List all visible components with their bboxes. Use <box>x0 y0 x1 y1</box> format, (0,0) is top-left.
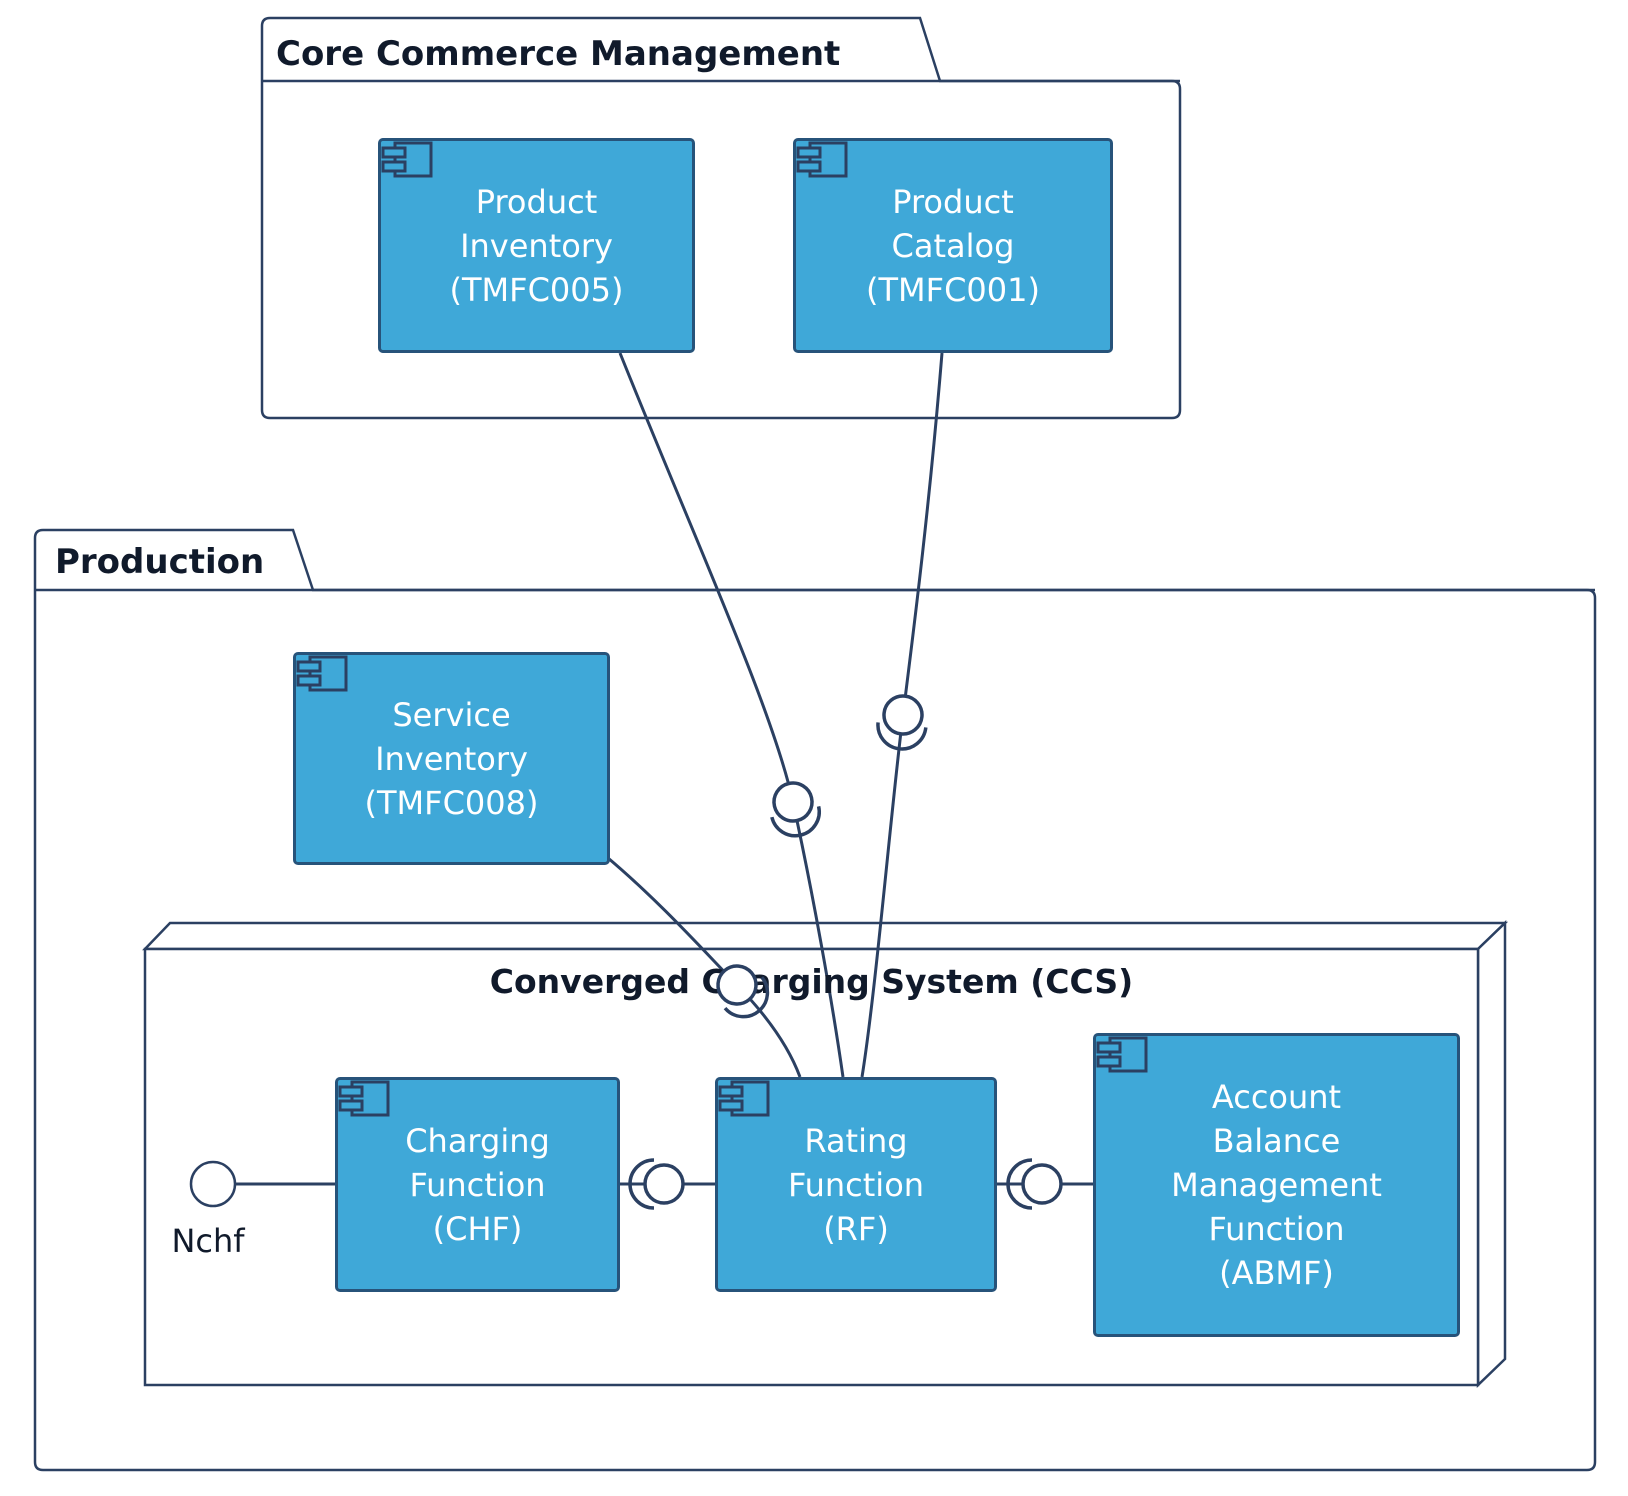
component-charging-function: Charging Function (CHF) <box>335 1077 620 1292</box>
component-label: Rating Function (RF) <box>787 1121 925 1248</box>
component-icon <box>338 1080 390 1117</box>
node-ccs-title: Converged Charging System (CCS) <box>489 961 1134 1001</box>
nchf-interface-label: Nchf <box>171 1222 245 1260</box>
component-icon <box>718 1080 770 1117</box>
component-label: Charging Function (CHF) <box>405 1121 550 1248</box>
component-label: Product Inventory (TMFC005) <box>449 182 624 309</box>
node-ccs-top-face <box>142 921 1509 951</box>
package-core-commerce-title: Core Commerce Management <box>276 33 841 74</box>
node-ccs-right-face <box>1476 920 1507 1388</box>
component-icon <box>381 141 433 178</box>
component-label: Product Catalog (TMFC001) <box>866 182 1040 309</box>
component-icon <box>296 655 348 692</box>
component-product-catalog: Product Catalog (TMFC001) <box>793 138 1113 353</box>
component-label: Service Inventory (TMFC008) <box>364 695 539 822</box>
component-icon <box>796 141 848 178</box>
component-product-inventory: Product Inventory (TMFC005) <box>378 138 695 353</box>
component-service-inventory: Service Inventory (TMFC008) <box>293 652 610 865</box>
component-icon <box>1096 1036 1148 1073</box>
component-rating-function: Rating Function (RF) <box>715 1077 997 1292</box>
component-label: Account Balance Management Function (ABM… <box>1171 1078 1382 1292</box>
package-production-title: Production <box>55 542 265 582</box>
component-abmf: Account Balance Management Function (ABM… <box>1093 1033 1460 1337</box>
